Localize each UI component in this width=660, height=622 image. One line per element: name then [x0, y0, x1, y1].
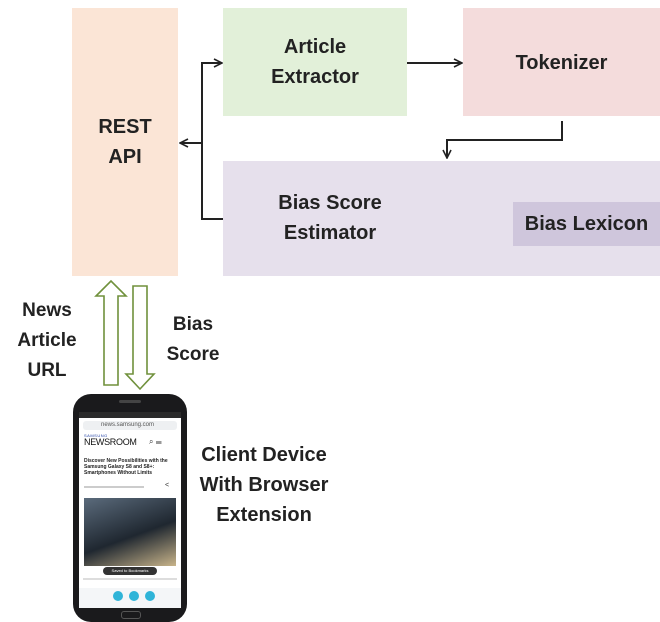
phone-status-bar [79, 412, 181, 418]
phone-brand-small: SAMSUNG [84, 433, 108, 438]
bias-lexicon-box [513, 202, 660, 246]
phone-share-icon[interactable]: < [165, 482, 170, 489]
phone-screen: news.samsung.com SAMSUNG NEWSROOM ⌕ ☰ Di… [79, 412, 181, 608]
rest-to-extractor-arrow [201, 63, 222, 143]
phone-brand: NEWSROOM [84, 437, 137, 447]
tokenizer-label: Tokenizer [515, 52, 608, 74]
phone-headline: Discover New Possibilities with the Sams… [84, 458, 168, 476]
phone-toolbar-icon-2[interactable] [129, 591, 139, 601]
phone-article-image [84, 498, 176, 566]
article-extractor-label: Article Extractor [271, 36, 359, 88]
phone-toast [103, 567, 157, 575]
news-article-url-label: News Article URL [17, 300, 77, 381]
phone-address-bar[interactable] [83, 421, 177, 430]
phone-text-line [83, 578, 177, 580]
phone-toolbar-icon-1[interactable] [113, 591, 123, 601]
estimator-to-rest-bracket [201, 143, 223, 220]
tokenizer-to-estimator-arrow [447, 121, 563, 158]
phone-toast-text: Saved to Bookmarks [111, 568, 149, 573]
phone-url: news.samsung.com [101, 422, 155, 428]
bias-score-estimator-label: Bias Score Estimator [278, 192, 382, 244]
phone-date-line [84, 486, 144, 488]
client-phone: news.samsung.com SAMSUNG NEWSROOM ⌕ ☰ Di… [73, 394, 187, 622]
phone-menu-icon[interactable]: ⌕ ☰ [149, 437, 162, 446]
rest-api-label: REST API [98, 116, 152, 168]
client-device-label: Client Device With Browser Extension [199, 444, 329, 526]
phone-speaker [119, 400, 141, 403]
rest-api-box [72, 8, 178, 276]
bias-lexicon-label: Bias Lexicon [524, 213, 649, 235]
phone-toolbar-icon-3[interactable] [145, 591, 155, 601]
hollow-up-arrow [94, 279, 128, 386]
bias-score-label: Bias Score [166, 314, 220, 365]
article-extractor-box [223, 8, 407, 116]
hollow-down-arrow [124, 285, 156, 391]
phone-home-button[interactable] [121, 611, 141, 619]
tokenizer-box [463, 8, 660, 116]
